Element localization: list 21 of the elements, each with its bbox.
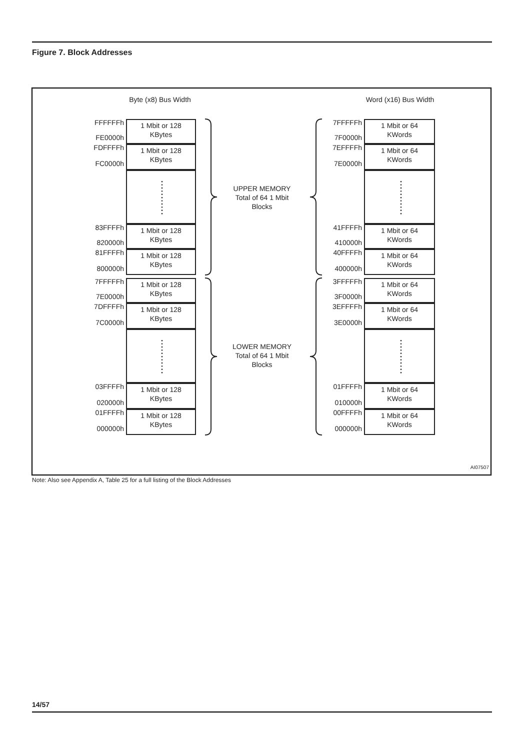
empty-block-box bbox=[126, 170, 196, 224]
memory-block-box bbox=[364, 249, 435, 275]
memory-block-box bbox=[126, 383, 196, 409]
memory-block-box bbox=[364, 144, 435, 170]
memory-block-box bbox=[126, 409, 196, 435]
empty-block-box bbox=[364, 329, 435, 383]
memory-block-box bbox=[126, 119, 196, 144]
memory-block-box bbox=[364, 383, 435, 409]
memory-block-box bbox=[126, 144, 196, 170]
memory-block-box bbox=[364, 119, 435, 144]
memory-block-box bbox=[364, 278, 435, 303]
empty-block-box bbox=[364, 170, 435, 224]
memory-block-box bbox=[364, 224, 435, 249]
memory-block-box bbox=[364, 303, 435, 329]
memory-block-box bbox=[126, 303, 196, 329]
empty-block-box bbox=[126, 329, 196, 383]
memory-block-box bbox=[126, 278, 196, 303]
memory-block-box bbox=[364, 409, 435, 435]
figure-title: Figure 7. Block Addresses bbox=[32, 48, 132, 57]
memory-block-box bbox=[126, 249, 196, 275]
memory-block-box bbox=[126, 224, 196, 249]
